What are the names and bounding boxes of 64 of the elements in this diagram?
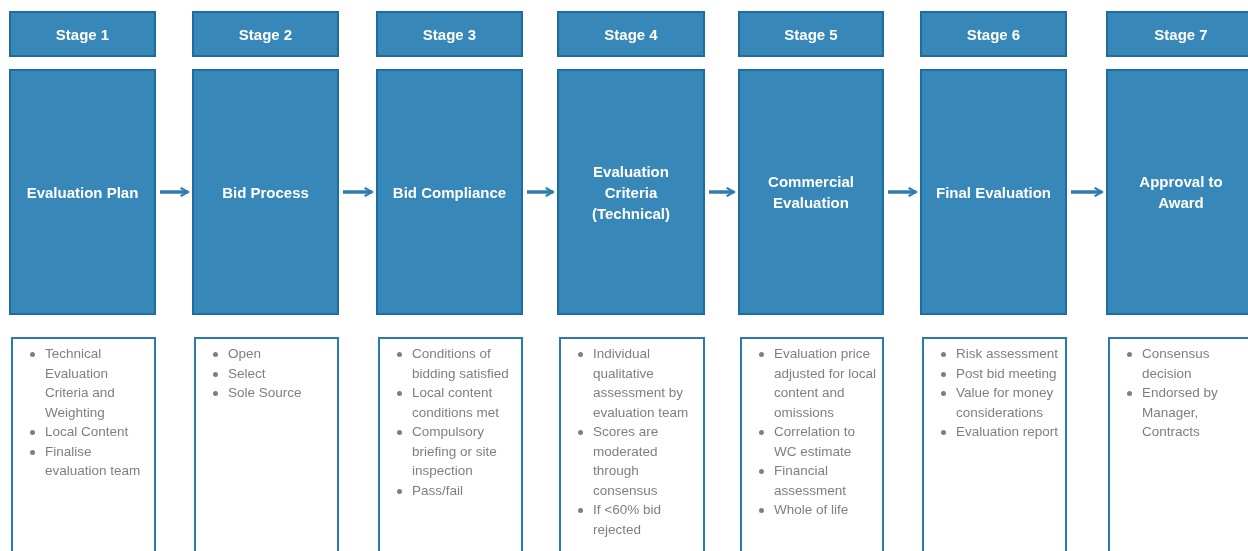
bullet-item: Pass/fail xyxy=(412,481,465,500)
stage-header xyxy=(192,11,339,57)
bullet-list-box xyxy=(559,337,705,551)
stage-title: Stage 7 xyxy=(1154,25,1208,43)
stage-title: Stage 6 xyxy=(966,25,1021,43)
stage-box xyxy=(1106,69,1248,315)
stage-box xyxy=(557,69,705,315)
stage-title: Bid Process xyxy=(222,182,309,203)
stage-title: Stage 1 xyxy=(55,25,110,43)
bullet-item: Select xyxy=(228,364,267,383)
bullet-item: Sole Source xyxy=(228,384,303,402)
stage-title: Bid Compliance xyxy=(392,182,507,203)
arrow xyxy=(527,186,555,198)
bullet-item: Open xyxy=(228,345,263,363)
arrow xyxy=(888,186,918,198)
bullet-item: Technical Evaluation Criteria and Weighting xyxy=(45,345,116,422)
stage-title: Stage 2 xyxy=(238,25,293,43)
bullet-list-box xyxy=(194,337,339,551)
arrow xyxy=(343,186,374,198)
bullet-item: Endorsed by Manager, Contracts xyxy=(1142,384,1219,441)
bullet-list-box xyxy=(922,337,1067,551)
stage-box xyxy=(920,69,1067,315)
arrow xyxy=(709,186,736,198)
bullet-item: Value for money considerations xyxy=(956,384,1055,422)
bullet-item: Risk assessment xyxy=(956,345,1060,363)
stage-header xyxy=(920,11,1067,57)
stage-title: Evaluation Criteria (Technical) xyxy=(590,161,672,224)
bullet-list-box xyxy=(1108,337,1248,551)
stage-box xyxy=(192,69,339,315)
bullet-item: Conditions of bidding satisfied xyxy=(412,345,510,383)
bullet-item: Correlation to WC estimate xyxy=(774,423,857,461)
stage-title: Commercial Evaluation xyxy=(767,172,855,213)
bullet-item: Financial assessment xyxy=(774,462,848,500)
bullet-item: Post bid meeting xyxy=(956,364,1058,383)
bullet-item: Local content conditions met xyxy=(412,384,501,422)
bullet-item: Consensus decision xyxy=(1142,345,1211,383)
stage-title: Evaluation Plan xyxy=(26,182,139,203)
stage-title: Final Evaluation xyxy=(936,182,1051,203)
stage-header xyxy=(738,11,884,57)
bullet-list-box xyxy=(740,337,884,551)
bullet-item: Whole of life xyxy=(774,501,850,519)
bullet-item: Evaluation price adjusted for local content and omissions xyxy=(774,345,878,422)
bullet-item: Individual qualitative assessment by evaluation team xyxy=(593,345,690,422)
stage-title: Approval to Award xyxy=(1138,172,1224,213)
stage-title: Stage 3 xyxy=(422,25,477,43)
bullet-item: If <60% bid rejected xyxy=(593,501,662,539)
bullet-list-box xyxy=(378,337,523,551)
bullet-item: Scores are moderated through consensus xyxy=(593,423,660,500)
bullet-item: Finalise evaluation team xyxy=(45,442,142,480)
stage-header xyxy=(9,11,156,57)
stage-header xyxy=(376,11,523,57)
bullet-list-box xyxy=(11,337,156,551)
bullet-item: Compulsory briefing or site inspection xyxy=(412,423,498,480)
stage-header xyxy=(1106,11,1248,57)
bullet-item: Local Content xyxy=(45,423,130,441)
arrow xyxy=(160,186,190,198)
stage-title: Stage 4 xyxy=(604,25,658,43)
stage-header xyxy=(557,11,705,57)
stage-box xyxy=(376,69,523,315)
bullet-item: Evaluation report xyxy=(956,423,1060,441)
stage-box xyxy=(9,69,156,315)
stage-box xyxy=(738,69,884,315)
stage-title: Stage 5 xyxy=(784,25,838,43)
arrow xyxy=(1071,186,1104,198)
